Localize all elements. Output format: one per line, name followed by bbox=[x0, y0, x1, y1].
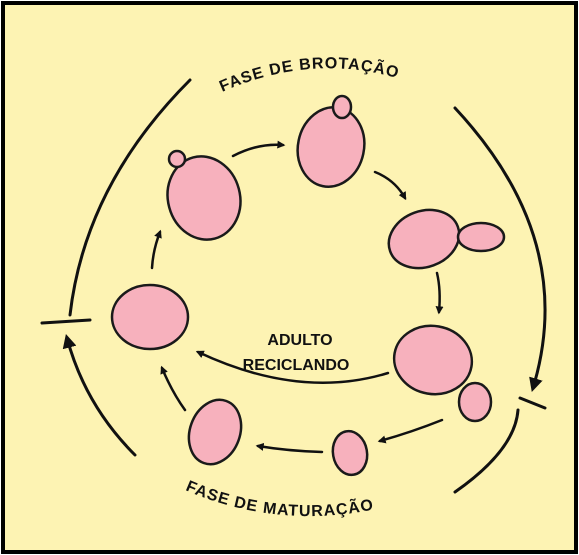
adult-cell bbox=[112, 285, 188, 349]
adult-recycling-label-line1: ADULTO bbox=[267, 332, 332, 349]
diagram-background bbox=[3, 3, 576, 552]
adult-recycling-label-line2: RECICLANDO bbox=[243, 357, 350, 374]
